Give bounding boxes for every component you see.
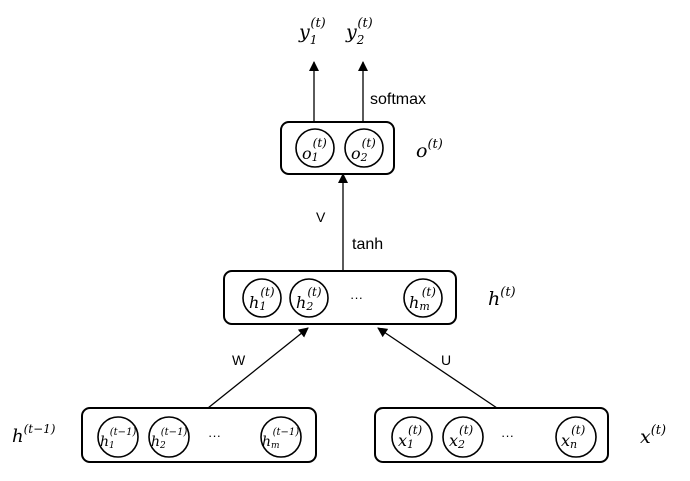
hidden-layer: h1(t) h2(t) hm(t) ··· h(t) (223, 270, 516, 325)
arrow-prev-hidden-to-hidden (207, 327, 309, 409)
prev-hidden-layer-box (81, 407, 317, 463)
output-unit-1 (295, 128, 335, 168)
prev-h1-label: h1(t−1) (100, 427, 136, 451)
h2-label: h2(t) (296, 285, 322, 313)
x1-label: x1(t) (398, 423, 423, 451)
o2-label: o2(t) (351, 136, 376, 164)
y1-label: y1(t) (298, 16, 326, 47)
prev-hidden-layer: h1(t−1) h2(t−1) hm(t−1) ··· h(t−1) (12, 407, 317, 463)
hidden-layer-box (223, 270, 457, 325)
hidden-ellipsis: ··· (350, 290, 363, 305)
prev-hidden-unit-m (260, 416, 302, 458)
tanh-label: tanh (352, 236, 383, 253)
prev-hidden-ellipsis: ··· (208, 428, 221, 443)
input-layer-box (374, 407, 609, 463)
o1-label: o1(t) (302, 136, 327, 164)
prev-hidden-layer-label: h(t−1) (12, 422, 56, 447)
hidden-unit-1 (242, 278, 282, 318)
prev-hm-label: hm(t−1) (262, 427, 299, 451)
hm-label: hm(t) (409, 285, 436, 313)
input-ellipsis: ··· (501, 428, 514, 443)
softmax-label: softmax (370, 91, 426, 108)
output-layer-box (280, 121, 395, 175)
u-weight-label: U (441, 352, 451, 368)
hidden-unit-m (403, 278, 443, 318)
prev-hidden-unit-2 (148, 416, 190, 458)
input-unit-2 (442, 416, 484, 458)
y2-label: y2(t) (345, 16, 373, 47)
xn-label: xn(t) (561, 423, 586, 451)
h1-label: h1(t) (249, 285, 275, 313)
v-weight-label: V (316, 209, 326, 225)
hidden-layer-label: h(t) (488, 285, 516, 310)
output-layer: o1(t) o2(t) o(t) (280, 121, 443, 175)
prev-h2-label: h2(t−1) (151, 427, 187, 451)
input-layer-label: x(t) (640, 423, 666, 448)
output-layer-label: o(t) (416, 137, 443, 162)
input-layer: x1(t) x2(t) xn(t) ··· x(t) (374, 407, 666, 463)
arrow-input-to-hidden (377, 327, 498, 409)
output-unit-2 (344, 128, 384, 168)
x2-label: x2(t) (449, 423, 474, 451)
input-unit-1 (391, 416, 433, 458)
w-weight-label: W (232, 352, 246, 368)
prev-hidden-unit-1 (97, 416, 139, 458)
hidden-unit-2 (289, 278, 329, 318)
input-unit-n (555, 416, 597, 458)
